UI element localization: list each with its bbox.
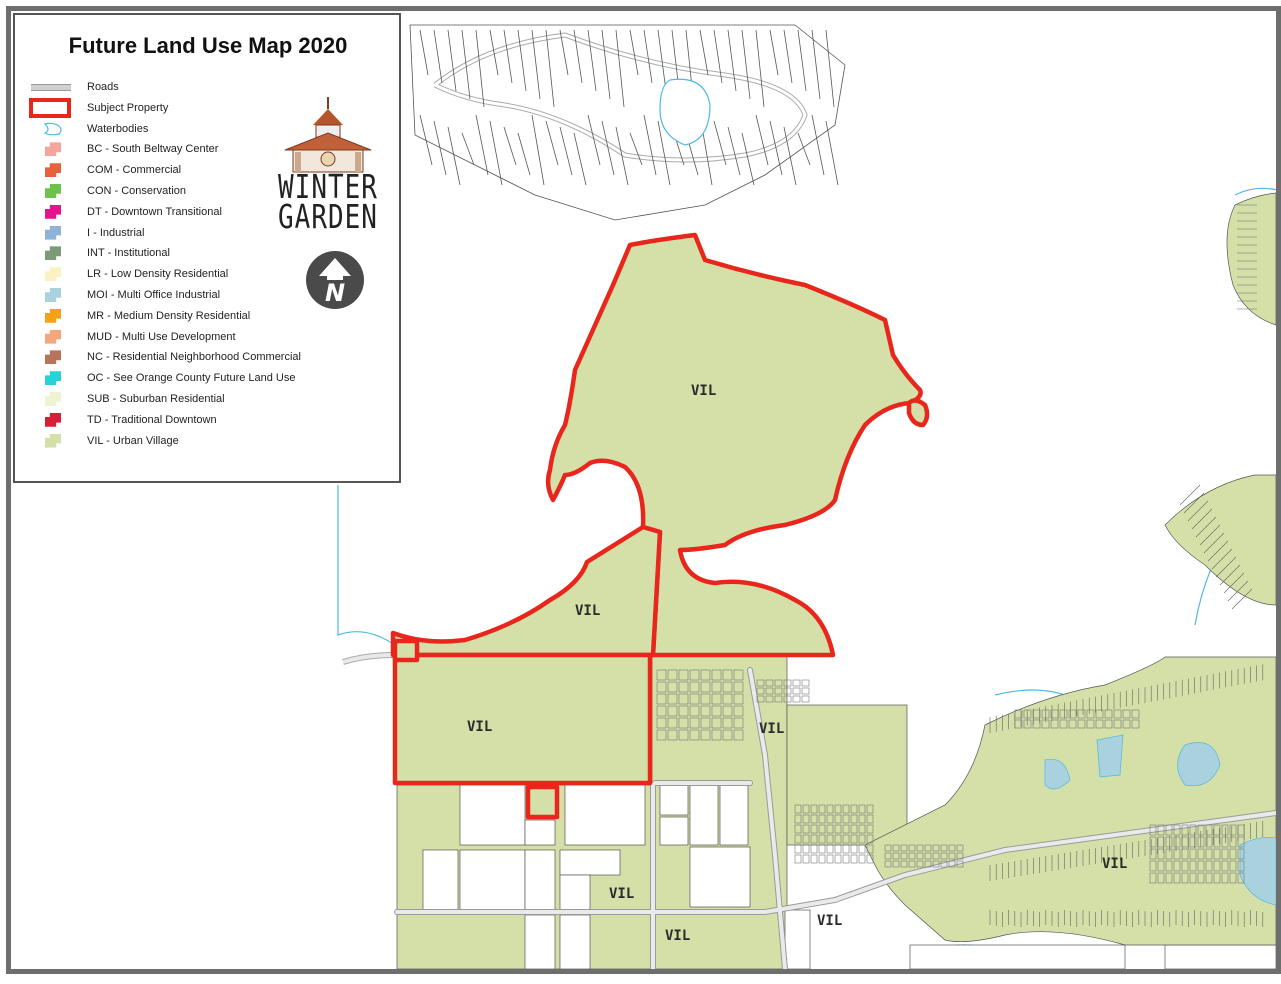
subject-parcel-middle[interactable] (390, 524, 663, 658)
legend-item-sub: SUB - Suburban Residential (31, 389, 225, 409)
zone-label-vil: VIL (575, 603, 600, 619)
zone-label-vil: VIL (467, 719, 492, 735)
zone-swatch-icon (31, 349, 71, 365)
legend-item-label: TD - Traditional Downtown (87, 413, 217, 426)
legend-item-label: Waterbodies (87, 122, 149, 135)
legend-item-nc: NC - Residential Neighborhood Commercial (31, 347, 301, 367)
east-subdivisions (864, 192, 1276, 946)
legend-item-subject: Subject Property (29, 97, 169, 118)
map-frame: VIL VIL VIL VIL VIL VIL VIL VIL (6, 6, 1281, 974)
legend-item-i: I - Industrial (31, 223, 144, 243)
zone-swatch-icon (31, 245, 71, 261)
zone-label-vil: VIL (609, 886, 634, 902)
legend-item-label: Roads (87, 81, 119, 93)
waterbody-swatch-icon (31, 121, 71, 137)
legend-item-label: LR - Low Density Residential (87, 268, 229, 281)
legend-item-label: MOI - Multi Office Industrial (87, 289, 221, 301)
winter-garden-logo: WINTER GARDEN (273, 95, 383, 237)
zone-label-vil: VIL (665, 928, 690, 944)
legend-item-label: MUD - Multi Use Development (87, 330, 236, 343)
zone-label-vil: VIL (817, 913, 842, 929)
legend-item-lr: LR - Low Density Residential (31, 264, 228, 284)
subject-parcel-north[interactable] (545, 232, 923, 658)
zone-label-vil: VIL (691, 383, 716, 399)
subject-parcel-road-notch[interactable] (392, 638, 420, 663)
legend-item-td: TD - Traditional Downtown (31, 410, 217, 430)
legend-item-label: INT - Institutional (87, 247, 170, 260)
legend-item-label: DT - Downtown Transitional (87, 205, 222, 218)
legend-item-com: COM - Commercial (31, 160, 181, 180)
legend-item-mr: MR - Medium Density Residential (31, 306, 250, 326)
legend-item-label: Subject Property (87, 101, 169, 114)
road-network (394, 500, 1276, 969)
subject-parcel-small[interactable] (525, 784, 560, 820)
zone-swatch-icon (31, 225, 71, 241)
legend-item-dt: DT - Downtown Transitional (31, 202, 222, 222)
subject-property-swatch-icon (29, 97, 71, 118)
zone-swatch-icon (31, 308, 71, 324)
subject-parcel-southwest[interactable] (392, 652, 653, 786)
zone-swatch-icon (31, 266, 71, 282)
legend-item-oc: OC - See Orange County Future Land Use (31, 368, 296, 388)
zone-swatch-icon (31, 412, 71, 428)
residential-grid (656, 669, 1245, 884)
legend-item-label: COM - Commercial (87, 164, 182, 177)
north-letter: N (325, 279, 345, 307)
zone-label-vil: VIL (759, 721, 784, 737)
legend-item-con: CON - Conservation (31, 181, 186, 201)
legend-item-label: SUB - Suburban Residential (87, 393, 225, 405)
legend-item-roads: Roads (31, 77, 119, 97)
zone-swatch-icon (31, 141, 71, 157)
zone-swatch-icon (31, 329, 71, 345)
legend-item-label: CON - Conservation (87, 185, 187, 197)
north-arrow-icon: N (306, 251, 364, 309)
legend-item-label: BC - South Beltway Center (87, 143, 219, 156)
zone-swatch-icon (31, 287, 71, 303)
zone-label-vil: VIL (1102, 856, 1127, 872)
legend-item-moi: MOI - Multi Office Industrial (31, 285, 220, 305)
north-subdivision (409, 24, 846, 221)
zone-labels: VIL VIL VIL VIL VIL VIL VIL VIL (467, 383, 1127, 944)
legend-item-label: OC - See Orange County Future Land Use (87, 372, 296, 385)
logo-text-winter: WINTER (278, 169, 378, 207)
legend-item-waterbodies: Waterbodies (31, 119, 148, 139)
legend-item-vil: VIL - Urban Village (31, 431, 179, 451)
map-canvas[interactable]: VIL VIL VIL VIL VIL VIL VIL VIL (11, 11, 1276, 969)
zone-swatch-icon (31, 391, 71, 407)
zone-swatch-icon (31, 204, 71, 220)
legend-item-int: INT - Institutional (31, 243, 170, 263)
legend-item-label: NC - Residential Neighborhood Commercial (87, 351, 301, 364)
zone-swatch-icon (31, 433, 71, 449)
legend-item-label: VIL - Urban Village (87, 434, 179, 447)
legend-item-label: I - Industrial (87, 226, 145, 239)
legend-title: Future Land Use Map 2020 (68, 33, 348, 58)
legend-item-mud: MUD - Multi Use Development (31, 327, 236, 347)
zone-swatch-icon (31, 183, 71, 199)
legend-item-bc: BC - South Beltway Center (31, 139, 218, 159)
zone-swatch-icon (31, 370, 71, 386)
legend-item-label: MR - Medium Density Residential (87, 309, 251, 322)
north-pond (659, 78, 711, 146)
south-parcels (396, 654, 1276, 969)
road-swatch-icon (31, 79, 71, 95)
subject-parcel-west-lobe[interactable] (906, 398, 930, 428)
gazebo-icon (284, 97, 372, 173)
subject-property[interactable] (390, 232, 930, 820)
logo-text-garden: GARDEN (278, 199, 378, 237)
zone-swatch-icon (31, 162, 71, 178)
